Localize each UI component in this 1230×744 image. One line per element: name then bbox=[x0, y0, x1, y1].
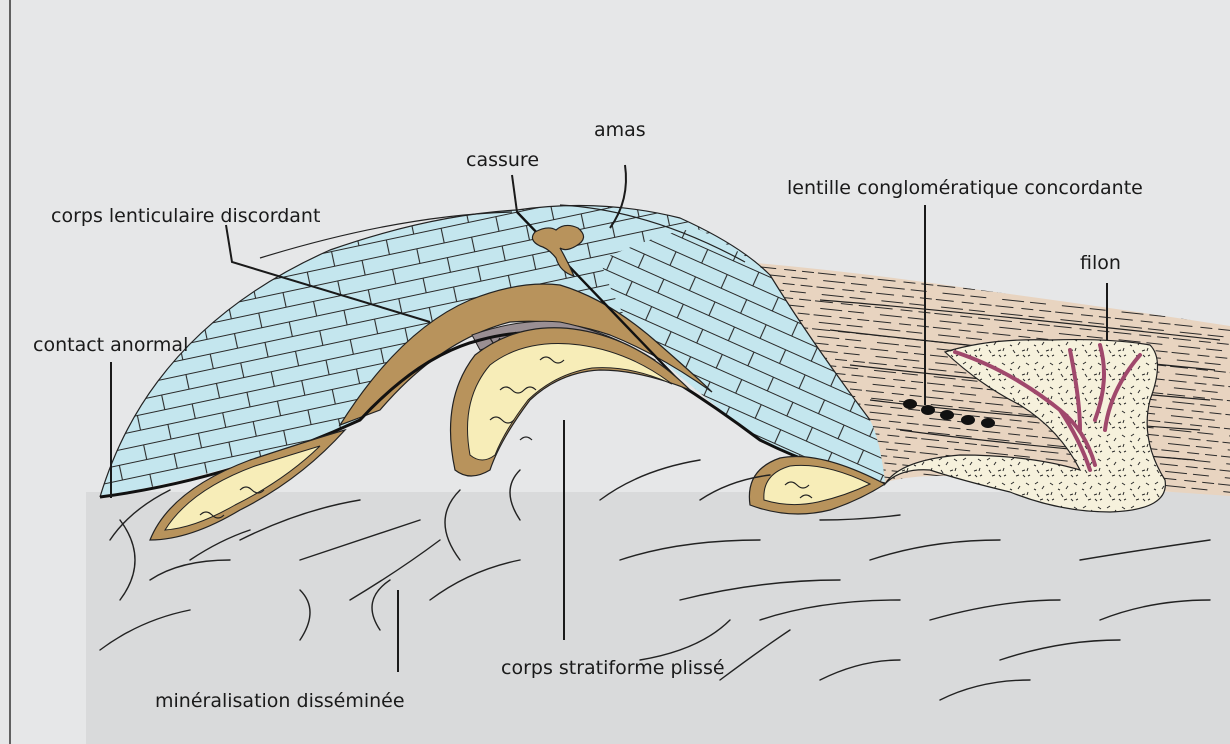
label-amas: amas bbox=[594, 119, 646, 141]
label-lentille: lentille conglomératique concordante bbox=[787, 177, 1143, 199]
label-mineralisation: minéralisation disséminée bbox=[155, 690, 405, 712]
label-corps-stratiforme: corps stratiforme plissé bbox=[501, 657, 725, 679]
label-cassure: cassure bbox=[466, 149, 539, 171]
label-corps-lenticulaire: corps lenticulaire discordant bbox=[51, 205, 320, 227]
label-filon: filon bbox=[1080, 252, 1121, 274]
label-contact: contact anormal bbox=[33, 334, 188, 356]
